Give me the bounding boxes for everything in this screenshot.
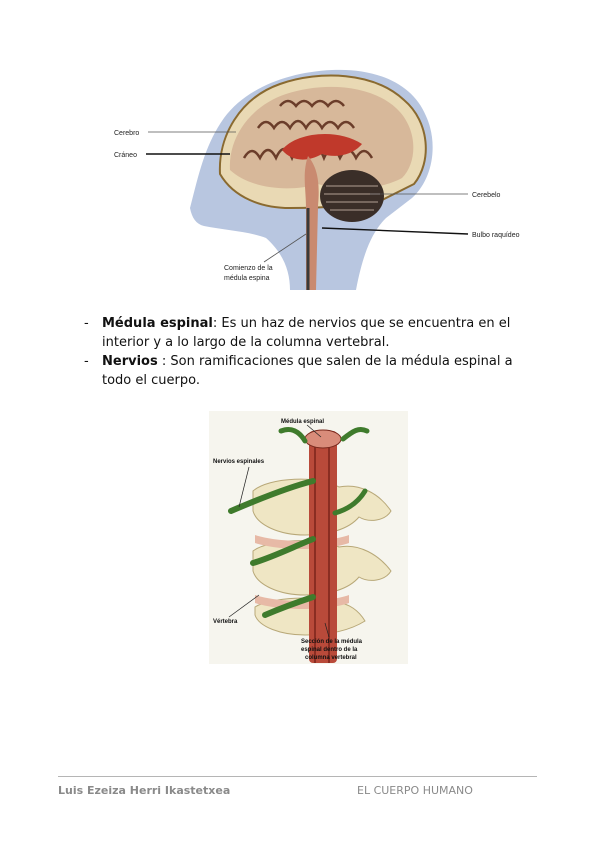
leader-seccion [324, 622, 330, 638]
spinal-diagram: Médula espinal Nervios espinales Vértebr… [209, 411, 408, 664]
label-craneo: Cráneo [114, 152, 137, 159]
cord-section [304, 429, 342, 449]
bullet-list: - Médula espinal: Es un haz de nervios q… [84, 314, 524, 390]
label-cerebro: Cerebro [114, 130, 139, 137]
leader-comienzo [263, 233, 307, 263]
nerve-top [278, 426, 370, 444]
cerebellum-folds [324, 185, 380, 211]
ventricle [282, 133, 362, 160]
nerve-1 [228, 478, 316, 514]
nerve-right [332, 488, 368, 516]
label-bulbo: Bulbo raquídeo [472, 232, 520, 239]
leader-medula [306, 424, 322, 438]
label-seccion-2: espinal dentro de la [301, 647, 358, 653]
cerebellum [320, 170, 384, 222]
definition-medula: : Es un haz de nervios que se encuentra … [102, 316, 511, 350]
definition-nervios: : Son ramificaciones que salen de la méd… [102, 354, 513, 388]
leader-bulbo [321, 227, 469, 235]
spinal-cord [309, 431, 337, 663]
footer-divider [58, 776, 537, 777]
label-vertebra: Vértebra [213, 619, 238, 625]
bullet-dash: - [84, 316, 89, 331]
nerve-2 [250, 536, 316, 566]
spinal-cord-shading [314, 431, 330, 663]
label-nervios: Nervios espinales [213, 459, 265, 465]
footer-title: EL CUERPO HUMANO [357, 784, 473, 797]
label-cerebelo: Cerebelo [472, 192, 501, 199]
term-nervios: Nervios [102, 354, 158, 369]
leader-nervios [238, 466, 250, 508]
leader-vertebra [228, 594, 260, 618]
label-seccion-1: Sección de la médula [301, 639, 363, 645]
label-seccion-3: columna vertebral [305, 655, 357, 661]
label-medula: Médula espinal [281, 419, 324, 425]
term-medula: Médula espinal [102, 316, 213, 331]
label-comienzo-1: Comienzo de la [224, 265, 273, 272]
nerve-3 [262, 594, 316, 618]
brain-diagram: Cerebro Cráneo Cerebelo Bulbo raquídeo C… [112, 58, 530, 290]
label-comienzo-2: médula espina [224, 275, 270, 282]
bullet-item-medula: - Médula espinal: Es un haz de nervios q… [84, 314, 524, 352]
footer-school: Luis Ezeiza Herri Ikastetxea [58, 784, 231, 797]
bullet-dash: - [84, 354, 89, 369]
bullet-item-nervios: - Nervios : Son ramificaciones que salen… [84, 352, 524, 390]
